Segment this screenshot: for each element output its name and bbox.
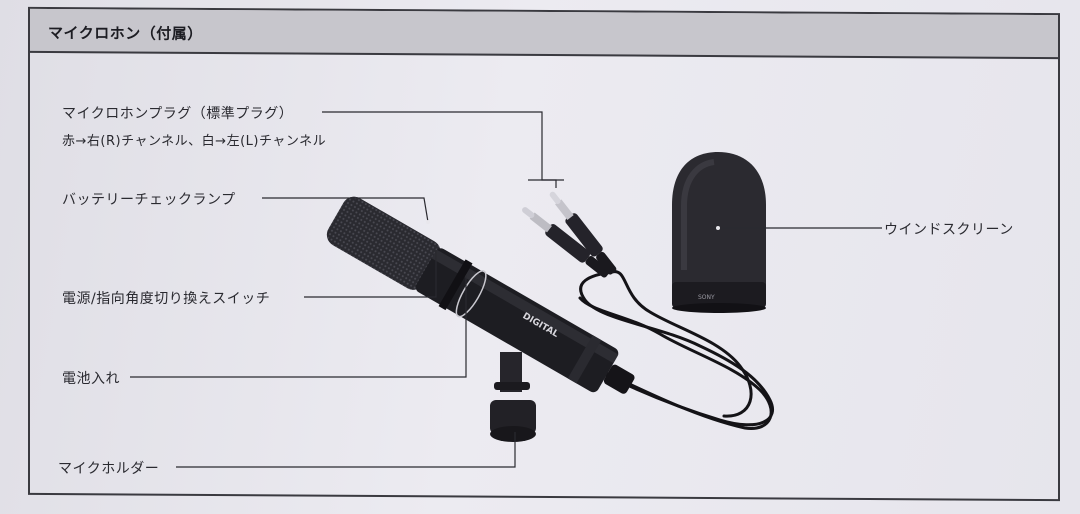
label-mic-holder: マイクホルダー (58, 461, 160, 477)
windscreen-marker (716, 226, 720, 230)
leader-line-battery-compartment (130, 275, 467, 378)
label-microphone-plug: マイクロホンプラグ（標準プラグ） (62, 106, 294, 122)
leader-line-switch (304, 250, 437, 298)
leader-line-battery-lamp (262, 197, 429, 223)
label-plug-channel-detail: 赤→右(R)チャンネル、白→左(L)チャンネル (62, 134, 327, 149)
leader-line-plug (322, 111, 557, 188)
leader-lines (130, 111, 882, 468)
label-battery-compartment: 電池入れ (62, 371, 120, 387)
windscreen-brand: SONY (698, 294, 715, 301)
microphone-plugs (522, 191, 617, 278)
label-windscreen: ウインドスクリーン (884, 222, 1014, 238)
label-power-switch: 電源/指向角度切り換えスイッチ (62, 291, 271, 307)
cable (578, 270, 774, 430)
leader-line-holder (176, 432, 516, 468)
windscreen-image: SONY (672, 152, 766, 313)
mic-holder (490, 352, 536, 442)
battery-lamp-marker (426, 220, 430, 224)
label-battery-check-lamp: バッテリーチェックランプ (62, 192, 236, 208)
